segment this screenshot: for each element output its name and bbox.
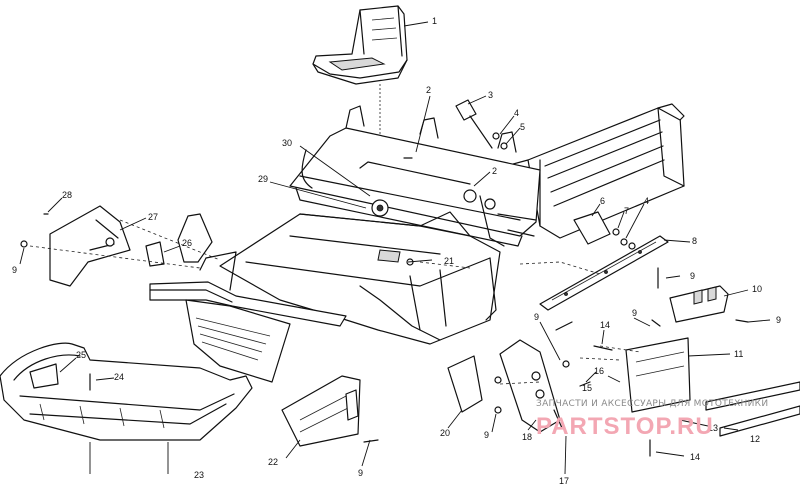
- floor-pan: [219, 199, 501, 345]
- callout-14: 14: [600, 320, 610, 330]
- watermark: ЗАПЧАСТИ И АКСЕССУАРЫ ДЛЯ МОТОТЕХНИКИ PA…: [536, 399, 768, 440]
- callout-21: 21: [444, 256, 454, 266]
- callout-9: 9: [690, 271, 695, 281]
- callout-9: 9: [534, 312, 539, 322]
- callout-3: 3: [488, 90, 493, 100]
- callout-15: 15: [582, 383, 592, 393]
- watermark-brand: PARTSTOP.RU: [536, 413, 714, 440]
- callout-4: 4: [644, 196, 649, 206]
- callout-1: 1: [432, 16, 437, 26]
- callout-4: 4: [514, 108, 519, 118]
- callout-28: 28: [62, 190, 72, 200]
- callout-26: 26: [182, 238, 192, 248]
- callout-13: 13: [708, 423, 718, 433]
- callout-12: 12: [750, 434, 760, 444]
- center-brackets: [281, 339, 561, 447]
- callout-16: 16: [594, 366, 604, 376]
- callout-23: 23: [194, 470, 204, 480]
- callout-14: 14: [690, 452, 700, 462]
- callout-24: 24: [114, 372, 124, 382]
- callout-10: 10: [752, 284, 762, 294]
- callout-11: 11: [734, 349, 743, 359]
- hardware: [20, 99, 749, 457]
- assembly-lines: [29, 219, 641, 385]
- callout-labels: 1 2 2 3 4 4 5 6 7 8 9 9 9 9 9 9 9 10 11 …: [12, 16, 781, 486]
- callout-9: 9: [358, 468, 363, 478]
- callout-9: 9: [776, 315, 781, 325]
- callout-5: 5: [520, 122, 525, 132]
- callout-8: 8: [692, 236, 697, 246]
- callout-2: 2: [426, 85, 431, 95]
- right-side-rail: [539, 235, 729, 323]
- rear-right-panel: [625, 337, 800, 437]
- callout-9: 9: [484, 430, 489, 440]
- callout-2: 2: [492, 166, 497, 176]
- callout-18: 18: [522, 432, 532, 442]
- callout-9: 9: [632, 308, 637, 318]
- front-guard: [0, 342, 253, 474]
- callout-27: 27: [148, 212, 158, 222]
- rear-frame: [289, 105, 541, 247]
- watermark-tagline: ЗАПЧАСТИ И АКСЕССУАРЫ ДЛЯ МОТОТЕХНИКИ: [536, 399, 768, 409]
- callout-29: 29: [258, 174, 268, 184]
- callout-6: 6: [600, 196, 605, 206]
- leader-lines: [19, 21, 771, 475]
- front-assembly: [149, 213, 347, 383]
- callout-7: 7: [624, 206, 629, 216]
- callout-17: 17: [559, 476, 569, 486]
- callout-25: 25: [76, 350, 86, 360]
- callout-9: 9: [12, 265, 17, 275]
- callout-30: 30: [282, 138, 292, 148]
- callout-22: 22: [268, 457, 278, 467]
- callout-20: 20: [440, 428, 450, 438]
- left-side-panel: [49, 205, 165, 287]
